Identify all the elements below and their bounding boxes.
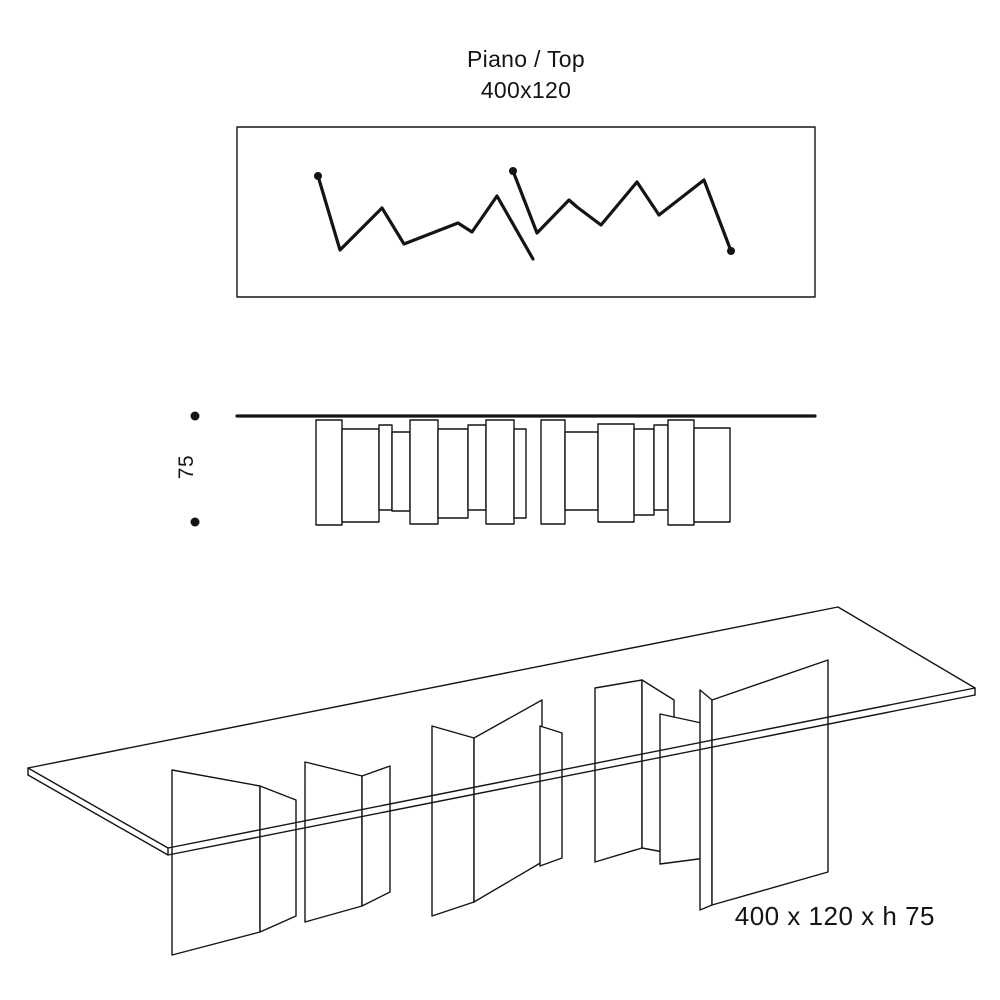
front-elevation-drawing: [190, 411, 817, 527]
height-dim-dot-top: [190, 411, 200, 421]
elevation-panel: [409, 419, 439, 525]
elevation-panel: [513, 428, 527, 519]
base-panel-3d: [659, 713, 707, 865]
elevation-panel: [633, 428, 655, 516]
base-panel-3d: [259, 785, 297, 933]
elevation-panel: [485, 419, 515, 525]
top-view-title-block: Piano / Top 400x120: [237, 44, 815, 106]
elevation-panel: [391, 431, 411, 512]
base-panel-3d: [431, 725, 475, 917]
elevation-panel: [437, 428, 469, 519]
zigzag-endpoint-dot: [509, 167, 517, 175]
top-view-zigzag-left: [316, 174, 535, 261]
top-view-drawing: [236, 126, 816, 298]
elevation-panel: [467, 424, 487, 511]
base-panel-3d: [711, 659, 829, 906]
perspective-drawing: [27, 606, 976, 956]
top-view-zigzag-right: [511, 169, 733, 253]
base-panel-3d: [304, 761, 363, 923]
height-dimension-label: 75: [175, 454, 198, 480]
elevation-panel: [693, 427, 731, 523]
base-panel-3d: [473, 699, 543, 903]
base-panel-3d: [699, 689, 713, 911]
base-panel-3d: [594, 679, 643, 863]
elevation-panel: [564, 431, 599, 511]
top-view-title: Piano / Top: [467, 46, 585, 72]
zigzag-endpoint-dot: [727, 247, 735, 255]
elevation-panel: [653, 424, 669, 511]
elevation-panel: [597, 423, 635, 523]
base-panel-3d: [171, 769, 261, 956]
height-dim-dot-bottom: [190, 517, 200, 527]
overall-dimensions-caption: 400 x 120 x h 75: [734, 901, 935, 931]
elevation-panel: [315, 419, 343, 526]
elevation-panel: [341, 428, 380, 523]
elevation-panel: [378, 424, 393, 511]
elevation-panel: [540, 419, 566, 525]
top-view-frame: [236, 126, 816, 298]
elevation-panel: [667, 419, 695, 526]
base-panel-3d: [361, 765, 391, 907]
top-view-dimensions-label: 400x120: [480, 77, 572, 103]
base-panel-3d: [539, 725, 563, 867]
zigzag-endpoint-dot: [314, 172, 322, 180]
